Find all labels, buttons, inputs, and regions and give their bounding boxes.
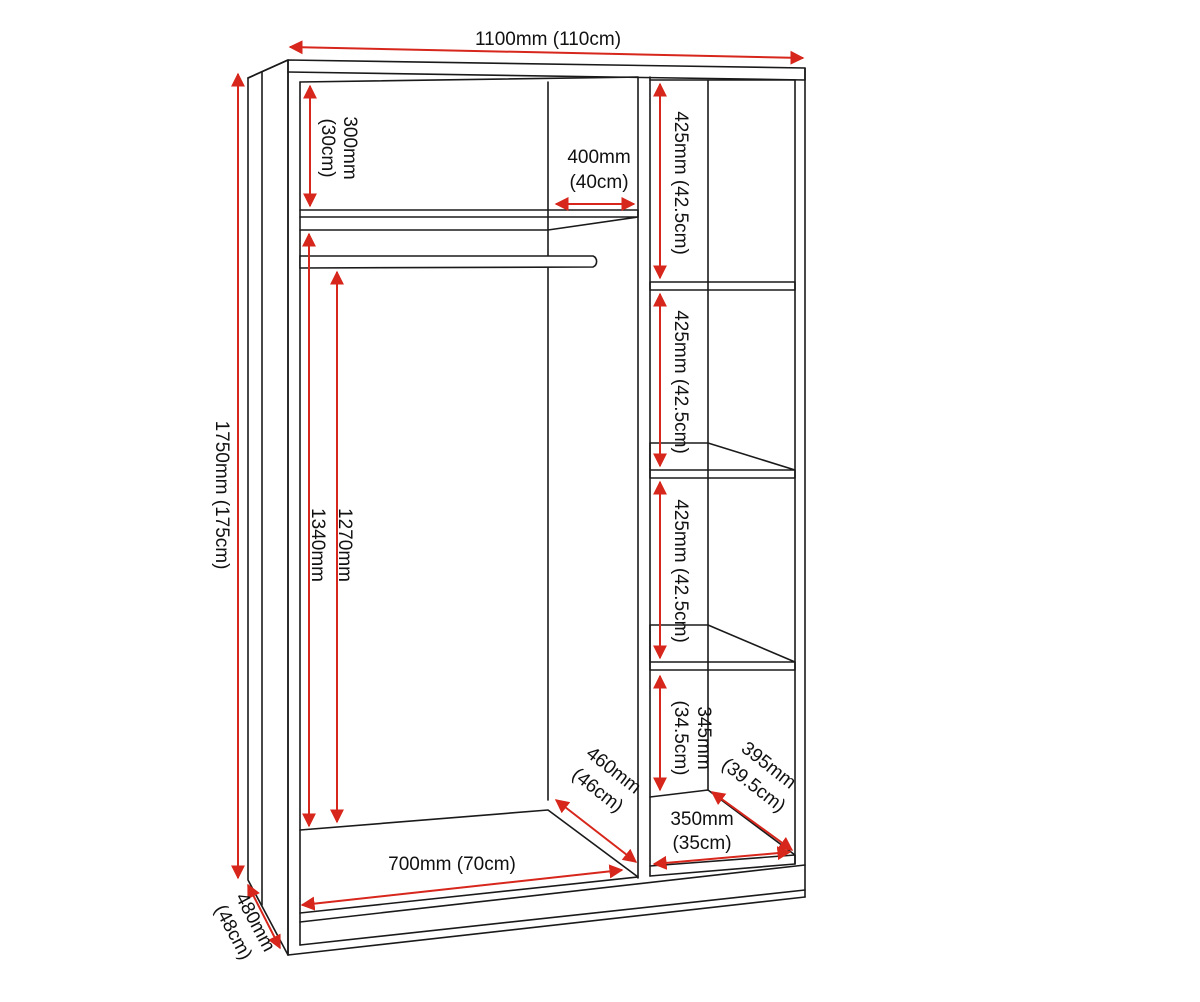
hanging-1340-label: 1340mm	[307, 508, 328, 582]
width-arrow	[288, 40, 805, 65]
top-shelf-height-mm-label: 300mm	[339, 116, 360, 179]
compartment-2-label: 425mm (42.5cm)	[670, 310, 691, 454]
shelf-depth-cm-label: (40cm)	[569, 172, 628, 193]
right-width-arrow	[652, 846, 792, 870]
dimension-labels: 1100mm (110cm) 1750mm (175cm) 480mm (48c…	[210, 29, 800, 963]
overall-width-label: 1100mm (110cm)	[475, 29, 621, 50]
shelf-depth-mm-label: 400mm	[567, 147, 630, 168]
front-bottom-edge	[287, 896, 806, 956]
right-width-cm-label: (35cm)	[672, 833, 731, 854]
dimension-arrows	[231, 40, 805, 950]
compartment-3-label: 425mm (42.5cm)	[670, 499, 691, 643]
inner-depth-arrow	[554, 799, 638, 863]
right-width-mm-label: 350mm	[670, 809, 733, 830]
compartment-1-label: 425mm (42.5cm)	[670, 111, 691, 255]
top-shelf	[299, 209, 639, 231]
middle-divider	[637, 76, 651, 879]
right-shelf-3	[649, 624, 796, 671]
left-side-panel	[247, 59, 289, 956]
hanging-rail	[299, 255, 598, 269]
top-shelf-height-cm-label: (30cm)	[317, 118, 338, 177]
right-shelf-2	[649, 442, 796, 479]
hanging-1270-label: 1270mm	[334, 508, 355, 582]
bottom-compartment-cm-label: (34.5cm)	[670, 701, 691, 776]
bottom-compartment-mm-label: 345mm	[693, 706, 714, 769]
depth-arrow	[247, 883, 281, 950]
base-width-label: 700mm (70cm)	[388, 854, 516, 875]
base-width-arrow	[300, 864, 624, 911]
right-shelf-1	[649, 281, 796, 291]
top-panel	[247, 59, 806, 81]
wardrobe-drawing	[247, 59, 806, 956]
right-depth-arrow	[710, 791, 794, 851]
overall-height-label: 1750mm (175cm)	[211, 421, 232, 570]
